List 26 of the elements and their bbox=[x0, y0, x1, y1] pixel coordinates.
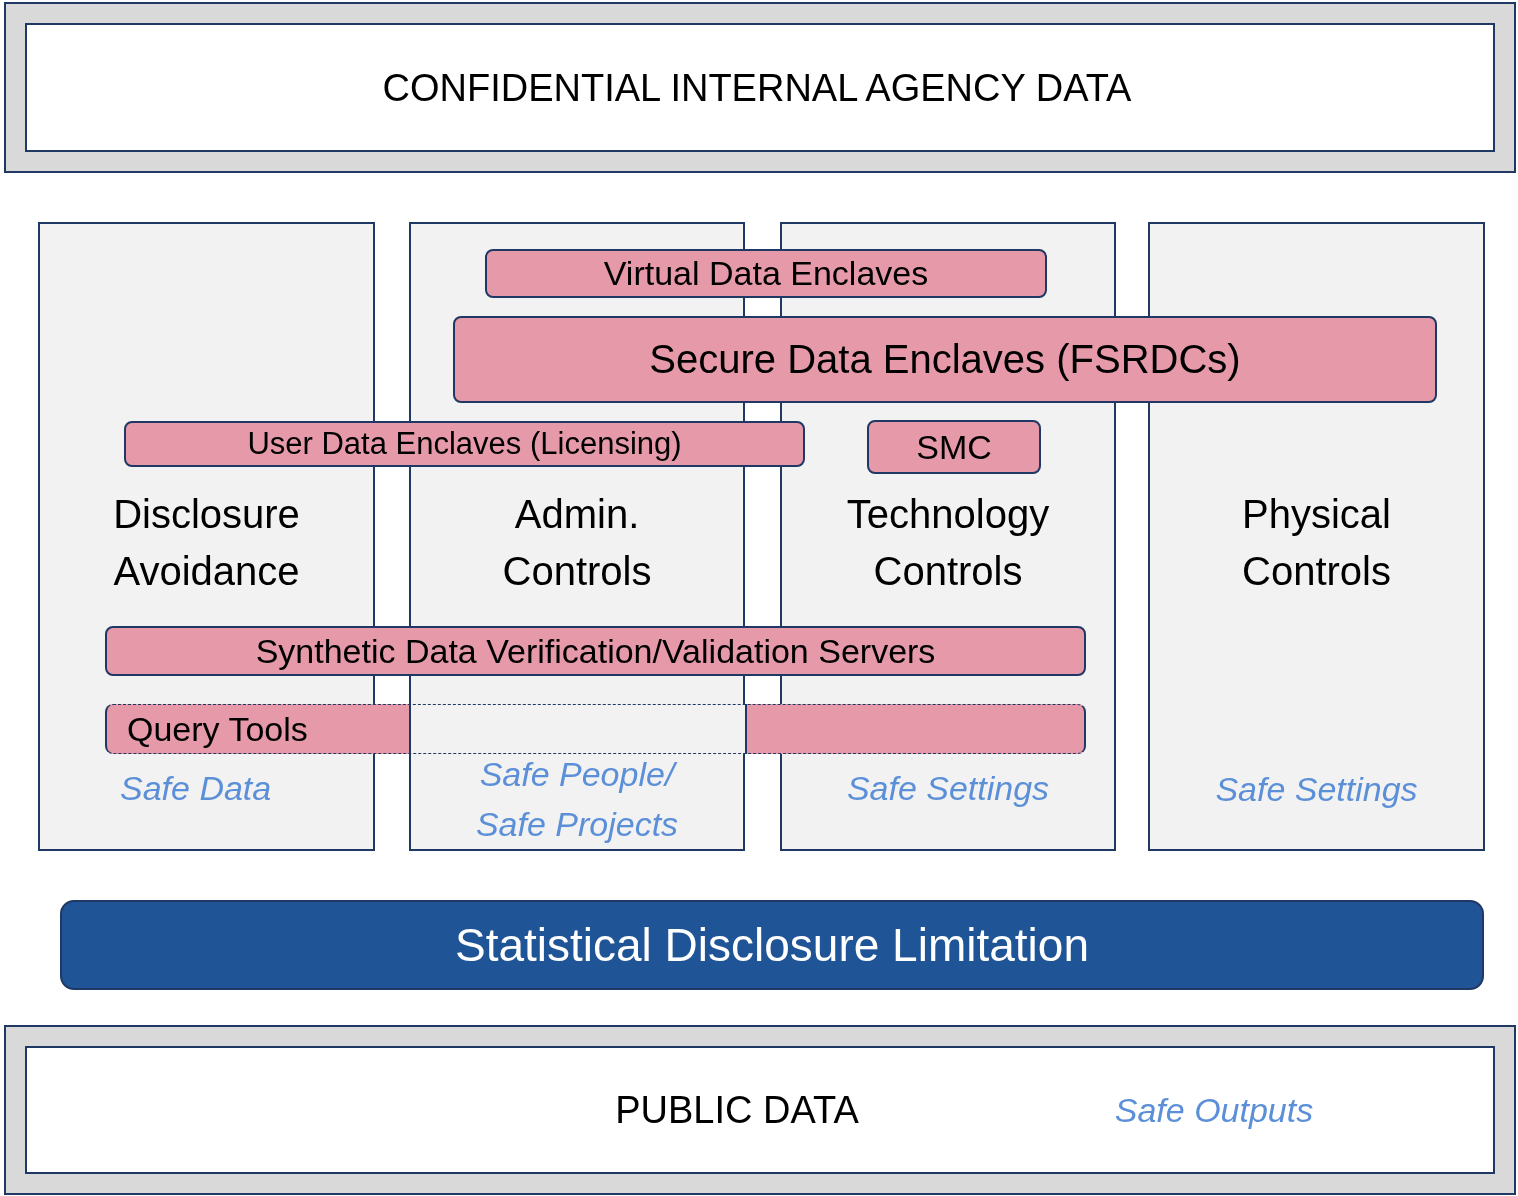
data-title: CONFIDENTIAL INTERNAL AGENCY DATA bbox=[382, 66, 1132, 109]
access-bar bbox=[105, 626, 1086, 676]
safe-label: Safe Settings bbox=[1214, 769, 1419, 810]
outer-frame bbox=[4, 2, 1516, 173]
bar-label: Query Tools bbox=[127, 709, 308, 749]
access-bar bbox=[105, 704, 1086, 754]
access-bar bbox=[485, 249, 1047, 298]
column-heading: Disclosure Avoidance bbox=[112, 491, 301, 595]
safe-label: Safe People/ Safe Projects bbox=[474, 754, 680, 845]
data-title: PUBLIC DATA bbox=[615, 1088, 859, 1132]
column-heading: Physical Controls bbox=[1241, 491, 1392, 595]
access-bar bbox=[453, 316, 1437, 403]
column-heading: Admin. Controls bbox=[501, 491, 653, 595]
safe-label: Safe Data bbox=[120, 768, 273, 809]
bar-label: Synthetic Data Verification/Validation Servers bbox=[255, 631, 936, 671]
limitation-band: Statistical Disclosure Limitation bbox=[60, 900, 1484, 990]
bar-label: Virtual Data Enclaves bbox=[603, 254, 929, 293]
safe-label: Safe Settings bbox=[845, 768, 1051, 809]
bar-label: SMC bbox=[916, 427, 992, 467]
bar-label: Secure Data Enclaves (FSRDCs) bbox=[649, 337, 1241, 382]
safe-label: Safe Outputs bbox=[1114, 1090, 1314, 1130]
access-bar bbox=[867, 420, 1041, 474]
outer-frame bbox=[4, 1025, 1516, 1195]
column-heading: Technology Controls bbox=[845, 491, 1051, 595]
access-bar bbox=[124, 421, 805, 467]
bar-label: User Data Enclaves (Licensing) bbox=[247, 426, 682, 462]
